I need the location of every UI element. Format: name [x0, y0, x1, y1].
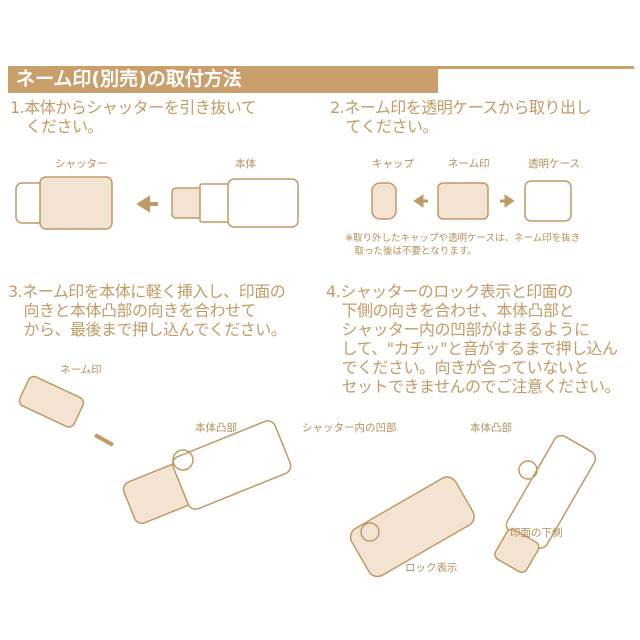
cap-illustration — [371, 182, 397, 220]
clear-case-illustration — [524, 180, 572, 222]
arrow-icon — [94, 433, 114, 447]
arrow-left-icon — [136, 195, 158, 213]
shutter-illustration — [15, 176, 113, 230]
label-clear-case: 透明ケース — [528, 158, 580, 170]
label-lock-mark: ロック表示 — [405, 562, 458, 574]
arrow-left-icon — [413, 194, 428, 208]
header-rule — [438, 66, 634, 69]
label-name-stamp: ネーム印 — [448, 158, 490, 170]
body-illustration — [171, 178, 299, 228]
shutter-angled — [349, 476, 475, 578]
label-cap: キャップ — [372, 158, 414, 170]
arrow-right-icon — [500, 194, 515, 208]
step-4-text: 4.シャッターのロック表示と印面の 下側の向きを合わせ、本体凸部と シャッター内… — [326, 282, 621, 396]
section-title: ネーム印(別売)の取付方法 — [16, 68, 242, 90]
body-with-stamp — [494, 434, 597, 574]
label-body: 本体 — [235, 158, 256, 170]
note: ※取り外したキャップや透明ケースは、ネーム印を抜き 取った後は不要となります。 — [345, 233, 581, 257]
name-stamp-angled — [18, 375, 85, 428]
label-shutter: シャッター — [55, 158, 108, 170]
label-body-protrusion-3: 本体凸部 — [195, 422, 237, 434]
step-2-text: 2.ネーム印を透明ケースから取り出し てください。 — [330, 98, 592, 136]
step-1-text: 1.本体からシャッターを引き抜いて ください。 — [10, 98, 257, 136]
label-shutter-recess: シャッター内の凹部 — [302, 422, 397, 434]
step-3-text: 3.ネーム印を本体に軽く挿入し、印面の 向きと本体凸部の向きを合わせて から、最… — [8, 282, 287, 339]
section-header: ネーム印(別売)の取付方法 — [8, 66, 438, 93]
label-stamp-bottom: 印面の下側 — [510, 527, 563, 539]
label-name-stamp-3: ネーム印 — [60, 364, 102, 376]
body-angled — [122, 420, 292, 525]
name-stamp-illustration — [437, 182, 489, 220]
label-body-protrusion-4: 本体凸部 — [470, 422, 512, 434]
